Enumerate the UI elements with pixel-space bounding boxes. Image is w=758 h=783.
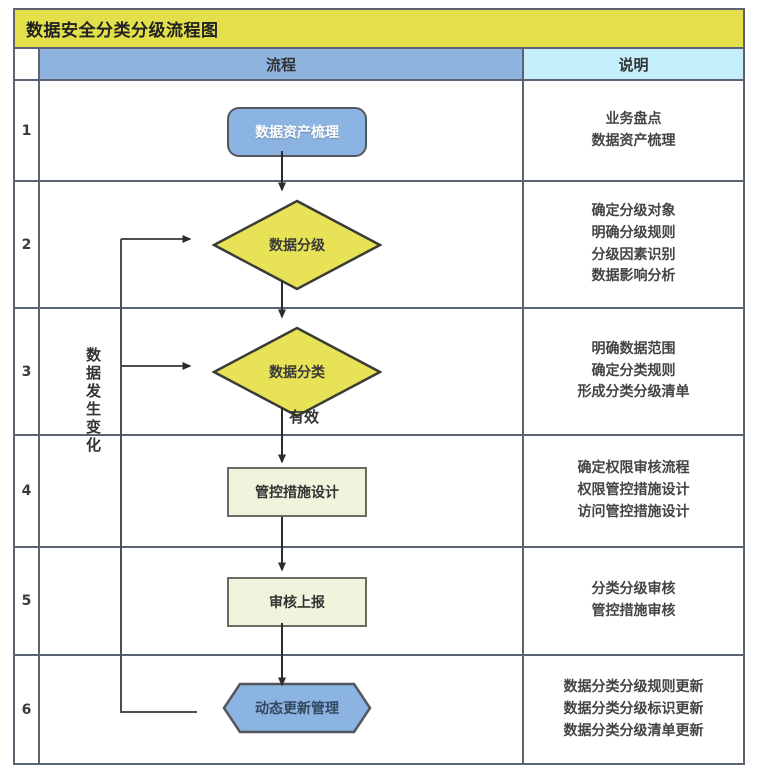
description-line: 数据资产梳理 — [591, 132, 676, 149]
hexagon-shape — [222, 682, 372, 734]
row-description-cell: 数据分类分级规则更新 数据分类分级标识更新 数据分类分级清单更新 — [524, 656, 743, 764]
description-line: 分类分级审核 — [591, 581, 676, 598]
row-description-cell: 明确数据范围 确定分类规则 形成分类分级清单 — [524, 309, 743, 434]
description-line: 业务盘点 — [605, 110, 662, 127]
page-title: 数据安全分类分级流程图 — [26, 21, 219, 41]
node-label: 数据分级 — [269, 238, 325, 254]
description-line: 访问管控措施设计 — [577, 503, 690, 520]
header-cell-flow: 流程 — [40, 49, 524, 81]
node-label: 动态更新管理 — [255, 701, 339, 717]
row-number: 3 — [15, 309, 40, 434]
description-line: 管控措施审核 — [591, 603, 676, 619]
node-review-report[interactable]: 审核上报 — [227, 577, 367, 627]
row-description-cell: 分类分级审核 管控措施审核 — [524, 548, 743, 654]
row-number: 2 — [15, 182, 40, 307]
loop-annotation-label: 数据发生变化 — [84, 347, 102, 455]
table-row: 4 管控措施设计 确定权限审核流程 权限管控措施设计 访问管控措施设计 — [15, 436, 743, 548]
description-line: 数据分类分级标识更新 — [563, 701, 704, 718]
table-row: 3 数据分类 明确数据范围 确定分类规则 形成分类分级清单 — [15, 309, 743, 436]
row-flow-cell: 数据分类 — [40, 309, 524, 434]
description-line: 形成分类分级清单 — [577, 384, 690, 401]
node-control-measure-design[interactable]: 管控措施设计 — [227, 467, 367, 517]
row-flow-cell: 数据资产梳理 — [40, 81, 524, 180]
description-line: 确定分级对象 — [591, 203, 676, 220]
row-number: 4 — [15, 436, 40, 546]
node-dynamic-update-management[interactable]: 动态更新管理 — [222, 682, 372, 734]
diagram-title-bar: 数据安全分类分级流程图 — [15, 10, 743, 49]
table-row: 6 动态更新管理 数据分类分级规则更新 数据分类分级标识更新 数据分类分级清单更… — [15, 656, 743, 764]
description-line: 数据分类分级清单更新 — [563, 722, 704, 739]
flowchart-table: 数据安全分类分级流程图 流程 说明 1 数据资产梳理 业务盘点 数据资产梳理 — [13, 8, 745, 765]
header-cell-description: 说明 — [524, 49, 743, 81]
description-line: 数据分类分级规则更新 — [563, 679, 704, 696]
description-line: 确定权限审核流程 — [577, 460, 690, 477]
row-number: 6 — [15, 656, 40, 764]
row-description-cell: 确定分级对象 明确分级规则 分级因素识别 数据影响分析 — [524, 182, 743, 307]
header-cell-number — [15, 49, 40, 81]
description-line: 分级因素识别 — [591, 246, 676, 263]
node-label: 数据分类 — [269, 365, 325, 381]
table-header-row: 流程 说明 — [15, 49, 743, 81]
edge-label-valid: 有效 — [289, 408, 320, 426]
table-body: 1 数据资产梳理 业务盘点 数据资产梳理 2 — [15, 81, 743, 764]
diamond-shape — [212, 199, 382, 291]
node-data-grading[interactable]: 数据分级 — [212, 199, 382, 291]
description-line: 明确数据范围 — [591, 340, 676, 357]
node-data-asset-inventory[interactable]: 数据资产梳理 — [227, 107, 367, 157]
node-label: 管控措施设计 — [255, 485, 339, 501]
row-description-cell: 确定权限审核流程 权限管控措施设计 访问管控措施设计 — [524, 436, 743, 546]
table-row: 1 数据资产梳理 业务盘点 数据资产梳理 — [15, 81, 743, 182]
row-flow-cell: 动态更新管理 — [40, 656, 524, 764]
description-line: 数据影响分析 — [591, 268, 676, 285]
row-flow-cell: 审核上报 — [40, 548, 524, 654]
row-number: 1 — [15, 81, 40, 180]
table-row: 5 审核上报 分类分级审核 管控措施审核 — [15, 548, 743, 656]
table-row: 2 数据分级 确定分级对象 明确分级规则 分级因素识别 数据影响分析 — [15, 182, 743, 309]
row-number: 5 — [15, 548, 40, 654]
row-description-cell: 业务盘点 数据资产梳理 — [524, 81, 743, 180]
diamond-shape — [212, 326, 382, 418]
node-label: 数据资产梳理 — [255, 125, 339, 141]
node-label: 审核上报 — [269, 595, 325, 611]
description-line: 明确分级规则 — [591, 224, 676, 241]
node-data-classification[interactable]: 数据分类 — [212, 326, 382, 418]
row-flow-cell: 管控措施设计 — [40, 436, 524, 546]
description-line: 确定分类规则 — [591, 362, 676, 379]
row-flow-cell: 数据分级 — [40, 182, 524, 307]
description-line: 权限管控措施设计 — [577, 482, 690, 499]
